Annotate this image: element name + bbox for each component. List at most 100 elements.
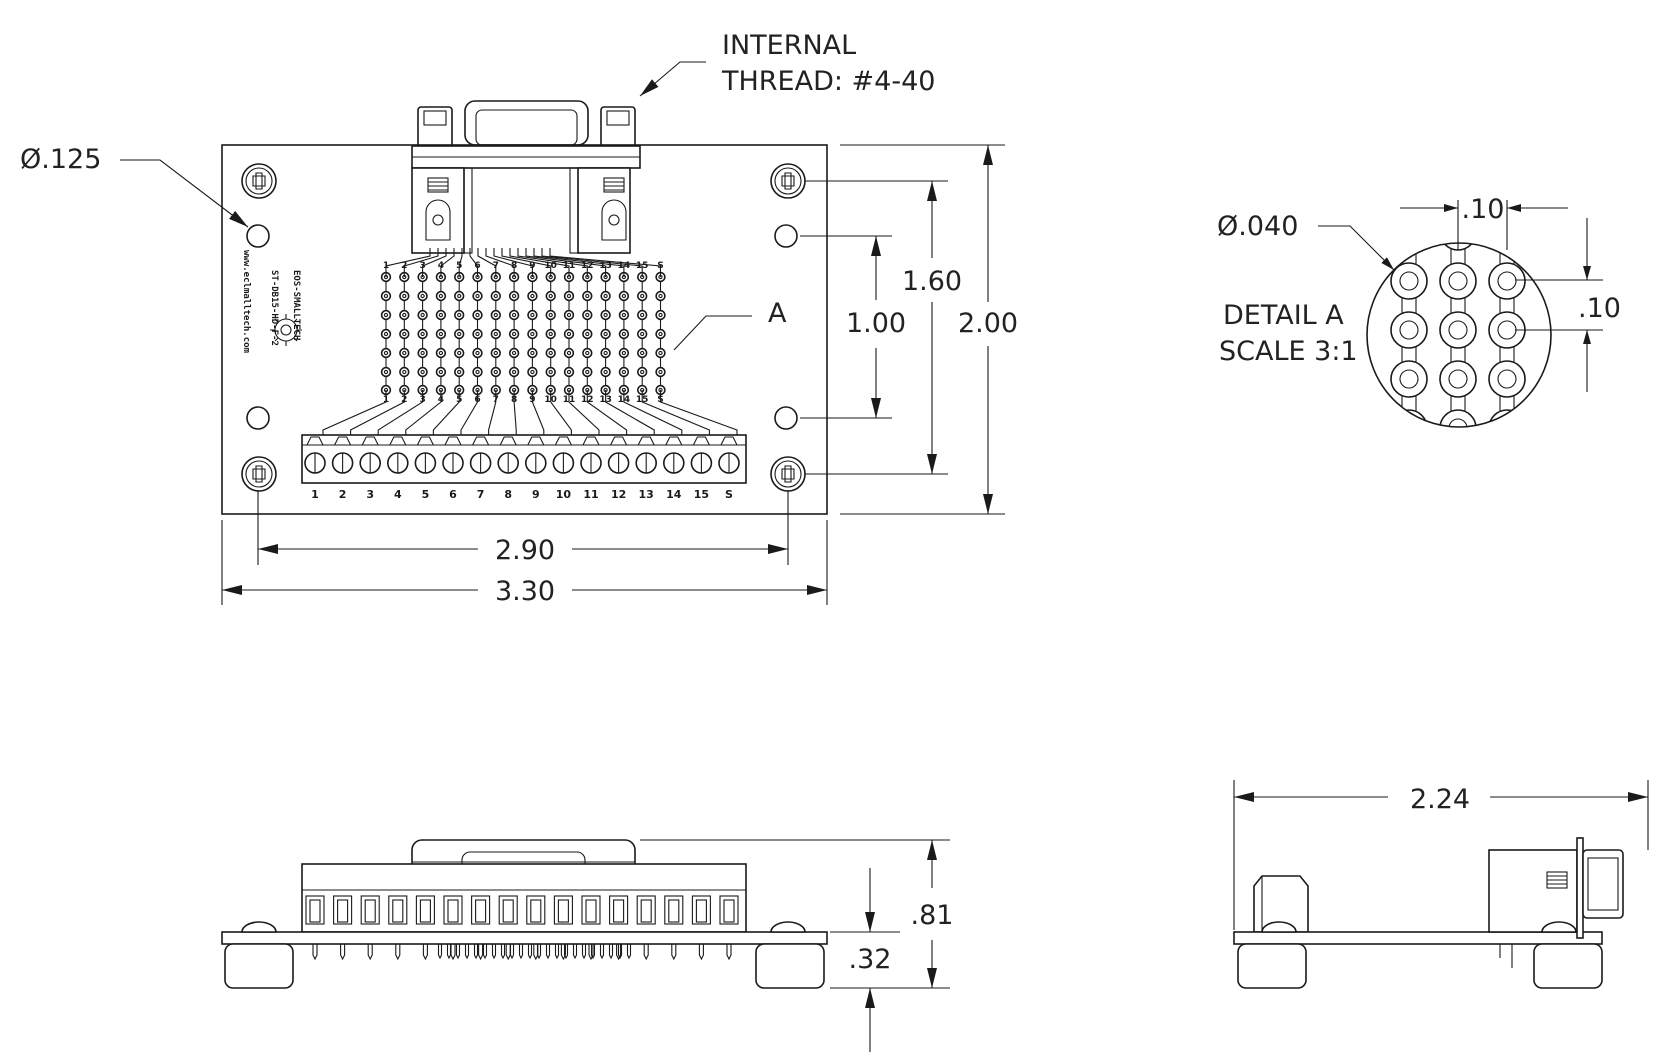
pad-hole [511, 312, 517, 318]
dim-height-inner: 1.00 [846, 308, 906, 339]
detail-pad [1488, 360, 1526, 398]
connector-pin [536, 944, 542, 960]
terminal-label: 6 [449, 488, 457, 501]
pad-hole [383, 293, 389, 299]
terminal-wire-entry [665, 436, 683, 446]
solder-pad [435, 347, 447, 359]
pad-label-top: 15 [636, 261, 649, 271]
terminal-pin [616, 944, 622, 961]
pad-hole [548, 331, 553, 337]
connector-pin [455, 944, 461, 960]
terminal-slot [471, 895, 491, 925]
pad-hole [530, 369, 535, 375]
pad-label-bottom: 12 [581, 395, 594, 405]
solder-pad [399, 309, 410, 321]
terminal-trace [322, 390, 387, 437]
silk-url: www.eclmalltech.com [241, 250, 251, 354]
front-view: .81 .32 [221, 839, 954, 1052]
pad-hole [438, 369, 444, 375]
pad-hole [640, 369, 645, 375]
hole-tl [246, 224, 270, 248]
solder-pad [454, 309, 465, 321]
terminal-slot [526, 895, 546, 925]
terminal-slot-inner [668, 899, 680, 923]
terminal-slot-inner [585, 899, 597, 923]
terminal-slot-inner [447, 899, 459, 923]
connector-pin [617, 944, 623, 960]
solder-pad [454, 290, 465, 302]
terminal-pin [395, 944, 401, 961]
top-view: www.eclmalltech.com ST-DB15-HD-F-2 EOS-S… [20, 30, 1018, 607]
terminal-wire-entry [416, 436, 434, 446]
solder-pad [582, 328, 593, 340]
terminal-pin [560, 944, 566, 961]
pad-hole [603, 312, 608, 318]
terminal-pin [505, 944, 511, 961]
pad-label-bottom: 1 [383, 395, 389, 405]
terminal-trace [641, 390, 710, 437]
solder-pad [618, 290, 630, 302]
detail-pad [1439, 311, 1477, 349]
pad-hole [402, 331, 407, 337]
detail-pad-hole [1399, 320, 1419, 340]
solder-pad [545, 366, 556, 378]
pad-label-bottom: 5 [456, 395, 462, 405]
terminal-wire-entry [306, 436, 324, 446]
connector-pin [491, 944, 497, 960]
terminal-trace [623, 390, 683, 437]
pad-hole [493, 331, 498, 337]
connector-pin [581, 944, 587, 960]
solder-pad [508, 366, 520, 378]
fan-trace [403, 248, 439, 277]
solder-pad [399, 347, 410, 359]
pad-label-top: 4 [438, 261, 444, 271]
detail-a-view: Ø.040 DETAIL A SCALE 3:1 .10 .10 [1217, 194, 1621, 428]
solder-pad [545, 328, 556, 340]
solder-pad [655, 366, 666, 378]
solder-pad [600, 290, 611, 302]
solder-pad [618, 366, 630, 378]
terminal-trace [659, 390, 738, 437]
detail-pad-hole [1399, 271, 1419, 291]
terminal-label: 4 [394, 488, 402, 501]
terminal-wire-entry [610, 436, 628, 446]
pad-hole [658, 293, 663, 299]
connector-pin [527, 944, 533, 960]
solder-pad [582, 347, 593, 359]
pad-hole [457, 293, 462, 299]
pad-hole [548, 312, 553, 318]
solder-pad [417, 328, 428, 340]
pad-hole [493, 369, 498, 375]
detail-pad [1390, 360, 1428, 398]
solder-pad [545, 347, 556, 359]
terminal-trace [377, 390, 424, 437]
solder-pad [435, 328, 447, 340]
terminal-pin [340, 944, 346, 961]
hole-br [774, 406, 798, 430]
pad-hole [585, 293, 590, 299]
pad-hole [621, 312, 627, 318]
terminal-slot-inner [475, 899, 487, 923]
mounting-screw-bl [241, 456, 277, 492]
detail-pad-hole [1448, 369, 1468, 389]
connector-pin [545, 944, 551, 960]
terminal-slot-inner [364, 899, 376, 923]
pad-field [322, 248, 738, 437]
solder-pad [399, 290, 410, 302]
connector-pin [518, 944, 524, 960]
connector-pin [482, 944, 488, 960]
terminal-wire-entry [472, 436, 490, 446]
terminal-slot-inner [557, 899, 569, 923]
pad-hole [566, 350, 572, 356]
dim-height-assembled: .81 [911, 900, 954, 931]
solder-pad [618, 309, 630, 321]
pad-hole [383, 331, 389, 337]
terminal-wire-entry [444, 436, 462, 446]
pad-hole [566, 369, 572, 375]
solder-pad [417, 309, 428, 321]
connector-pin [626, 944, 632, 960]
terminal-trace [350, 390, 405, 437]
pad-hole [438, 331, 444, 337]
terminal-trace [488, 390, 497, 437]
silk-brand: EOS-SMALLTECH [291, 270, 301, 340]
